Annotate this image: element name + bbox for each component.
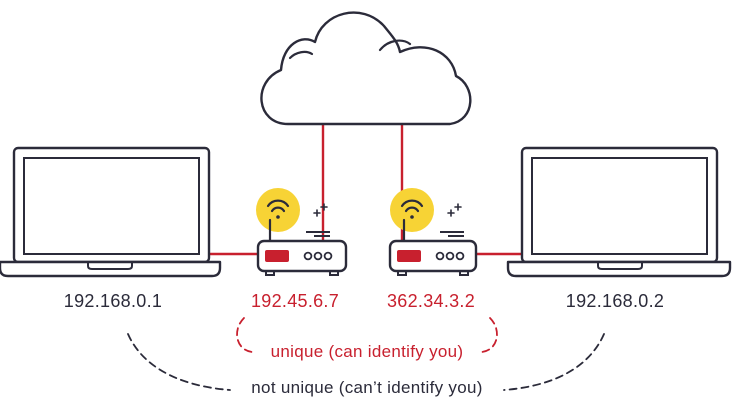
public-ip-caption: unique (can identify you)	[270, 342, 464, 361]
connection-lines	[208, 125, 522, 256]
laptop-left-icon	[0, 146, 222, 278]
laptop-right-ip: 192.168.0.2	[565, 291, 665, 311]
activity-plus-marks	[447, 203, 462, 217]
public-ip-bracket	[236, 317, 498, 353]
laptop-right-icon	[506, 146, 732, 278]
activity-plus-marks	[313, 203, 328, 217]
wifi-badge-left	[256, 188, 300, 232]
router-right-icon	[388, 188, 478, 276]
laptop-left-ip: 192.168.0.1	[63, 291, 163, 311]
wifi-icon	[400, 199, 424, 219]
router-right-ip: 362.34.3.2	[386, 291, 476, 311]
router-led-right	[397, 250, 421, 262]
router-left-ip: 192.45.6.7	[250, 291, 340, 311]
wifi-icon	[266, 199, 290, 219]
router-led-left	[265, 250, 289, 262]
wifi-badge-right	[390, 188, 434, 232]
private-ip-caption: not unique (can’t identify you)	[251, 378, 483, 397]
router-left-icon	[256, 188, 348, 276]
private-ip-bracket	[127, 333, 605, 391]
cloud-icon	[260, 11, 472, 126]
